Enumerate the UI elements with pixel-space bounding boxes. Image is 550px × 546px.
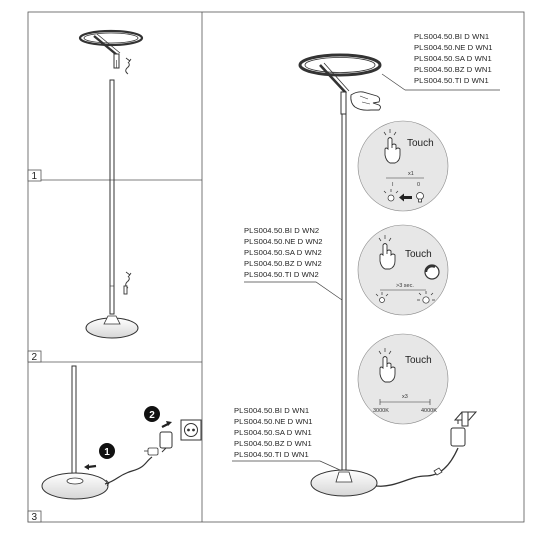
- svg-text:PLS004.50.NE D WN1: PLS004.50.NE D WN1: [414, 43, 493, 52]
- hand-icon: [379, 356, 396, 383]
- svg-text:PLS004.50.TI D WN1: PLS004.50.TI D WN1: [414, 76, 489, 85]
- panel-number-1: 1: [27, 169, 42, 182]
- panel-number-3: 3: [27, 510, 42, 523]
- svg-text:Touch: Touch: [405, 249, 432, 260]
- plug-adapter-icon: [450, 420, 466, 447]
- svg-text:PLS004.50.BI D WN1: PLS004.50.BI D WN1: [414, 32, 489, 41]
- model-list-middle-left: PLS004.50.BI D WN2 PLS004.50.NE D WN2 PL…: [244, 226, 323, 279]
- svg-text:I: I: [392, 182, 394, 188]
- svg-text:0: 0: [417, 182, 420, 188]
- dimmer-icon: [144, 447, 159, 456]
- svg-text:PLS004.50.BI D WN2: PLS004.50.BI D WN2: [244, 226, 319, 235]
- main-power-cord: [375, 447, 459, 487]
- arrow-left-icon: [399, 193, 412, 202]
- main-lamp-pole: [310, 91, 378, 497]
- svg-text:Touch: Touch: [405, 355, 432, 366]
- svg-text:Touch: Touch: [407, 138, 434, 149]
- sparkle-icon: [378, 348, 392, 355]
- power-cord: [104, 456, 153, 487]
- screw-icon: [123, 271, 132, 295]
- plug-adapter-icon: [159, 431, 173, 453]
- touch-bubble-dimming: Touch >3 sec.: [357, 224, 449, 316]
- panel-3-lamp: [41, 365, 109, 500]
- sparkle-icon: [378, 235, 392, 242]
- step-badge-1: 1: [99, 443, 115, 459]
- svg-text:PLS004.50.BI D WN1: PLS004.50.BI D WN1: [234, 406, 309, 415]
- svg-text:PLS004.50.SA D WN1: PLS004.50.SA D WN1: [414, 54, 492, 63]
- panel-2-lamp-pole: [85, 79, 139, 339]
- svg-text:1: 1: [104, 447, 110, 458]
- sparkle-icon: [383, 189, 399, 202]
- svg-text:2: 2: [32, 352, 38, 363]
- dimmer-dial-icon: [424, 264, 440, 280]
- socket-icon: [453, 411, 478, 427]
- touch-bubble-on-off: Touch x1 I 0: [357, 120, 449, 212]
- svg-text:PLS004.50.TI D WN1: PLS004.50.TI D WN1: [234, 450, 309, 459]
- leader-lines: [232, 73, 500, 471]
- svg-text:PLS004.50.SA D WN1: PLS004.50.SA D WN1: [234, 428, 312, 437]
- svg-text:PLS004.50.BZ D WN2: PLS004.50.BZ D WN2: [244, 259, 322, 268]
- svg-text:PLS004.50.BZ D WN1: PLS004.50.BZ D WN1: [234, 439, 312, 448]
- svg-text:x1: x1: [408, 171, 414, 177]
- step-1-arrow: [84, 464, 97, 470]
- sparkle-icon: [383, 129, 397, 136]
- svg-text:3000K: 3000K: [373, 408, 389, 414]
- step-badge-2: 2: [144, 406, 160, 422]
- model-list-top-right: PLS004.50.BI D WN1 PLS004.50.NE D WN1 PL…: [414, 32, 493, 85]
- hand-icon: [379, 243, 396, 270]
- svg-text:PLS004.50.SA D WN2: PLS004.50.SA D WN2: [244, 248, 322, 257]
- svg-text:2: 2: [149, 410, 155, 421]
- touch-bubble-color-temperature: Touch x3 3000K 4000K: [357, 333, 449, 425]
- svg-text:x3: x3: [402, 394, 408, 400]
- hand-icon: [350, 91, 381, 111]
- step-2-arrow: [161, 421, 172, 428]
- svg-text:PLS004.50.NE D WN2: PLS004.50.NE D WN2: [244, 237, 323, 246]
- frame: [27, 11, 525, 523]
- bulb-icon: [416, 192, 424, 203]
- svg-text:PLS004.50.TI D WN2: PLS004.50.TI D WN2: [244, 270, 319, 279]
- screw-icon: [125, 57, 132, 75]
- svg-text:4000K: 4000K: [421, 408, 437, 414]
- svg-text:3: 3: [32, 512, 38, 523]
- panel-number-2: 2: [27, 350, 42, 363]
- svg-text:PLS004.50.NE D WN1: PLS004.50.NE D WN1: [234, 417, 313, 426]
- model-list-bottom-left: PLS004.50.BI D WN1 PLS004.50.NE D WN1 PL…: [234, 406, 313, 459]
- main-lamp-head: [298, 53, 382, 94]
- sparkle-icon: [375, 291, 435, 304]
- svg-text:PLS004.50.BZ D WN1: PLS004.50.BZ D WN1: [414, 65, 492, 74]
- panel-1-lamp-head: [78, 29, 144, 69]
- hand-icon: [384, 137, 401, 164]
- socket-icon: [180, 419, 202, 441]
- svg-text:>3 sec.: >3 sec.: [396, 283, 414, 289]
- svg-text:1: 1: [32, 171, 38, 182]
